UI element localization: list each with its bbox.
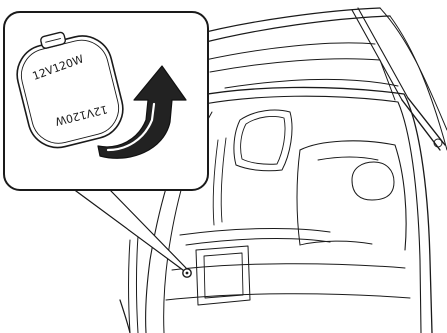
rear-seat [297, 141, 406, 250]
inset-detail-box: 12V120W 12V120W [4, 12, 208, 190]
socket-location-marker [183, 269, 191, 277]
